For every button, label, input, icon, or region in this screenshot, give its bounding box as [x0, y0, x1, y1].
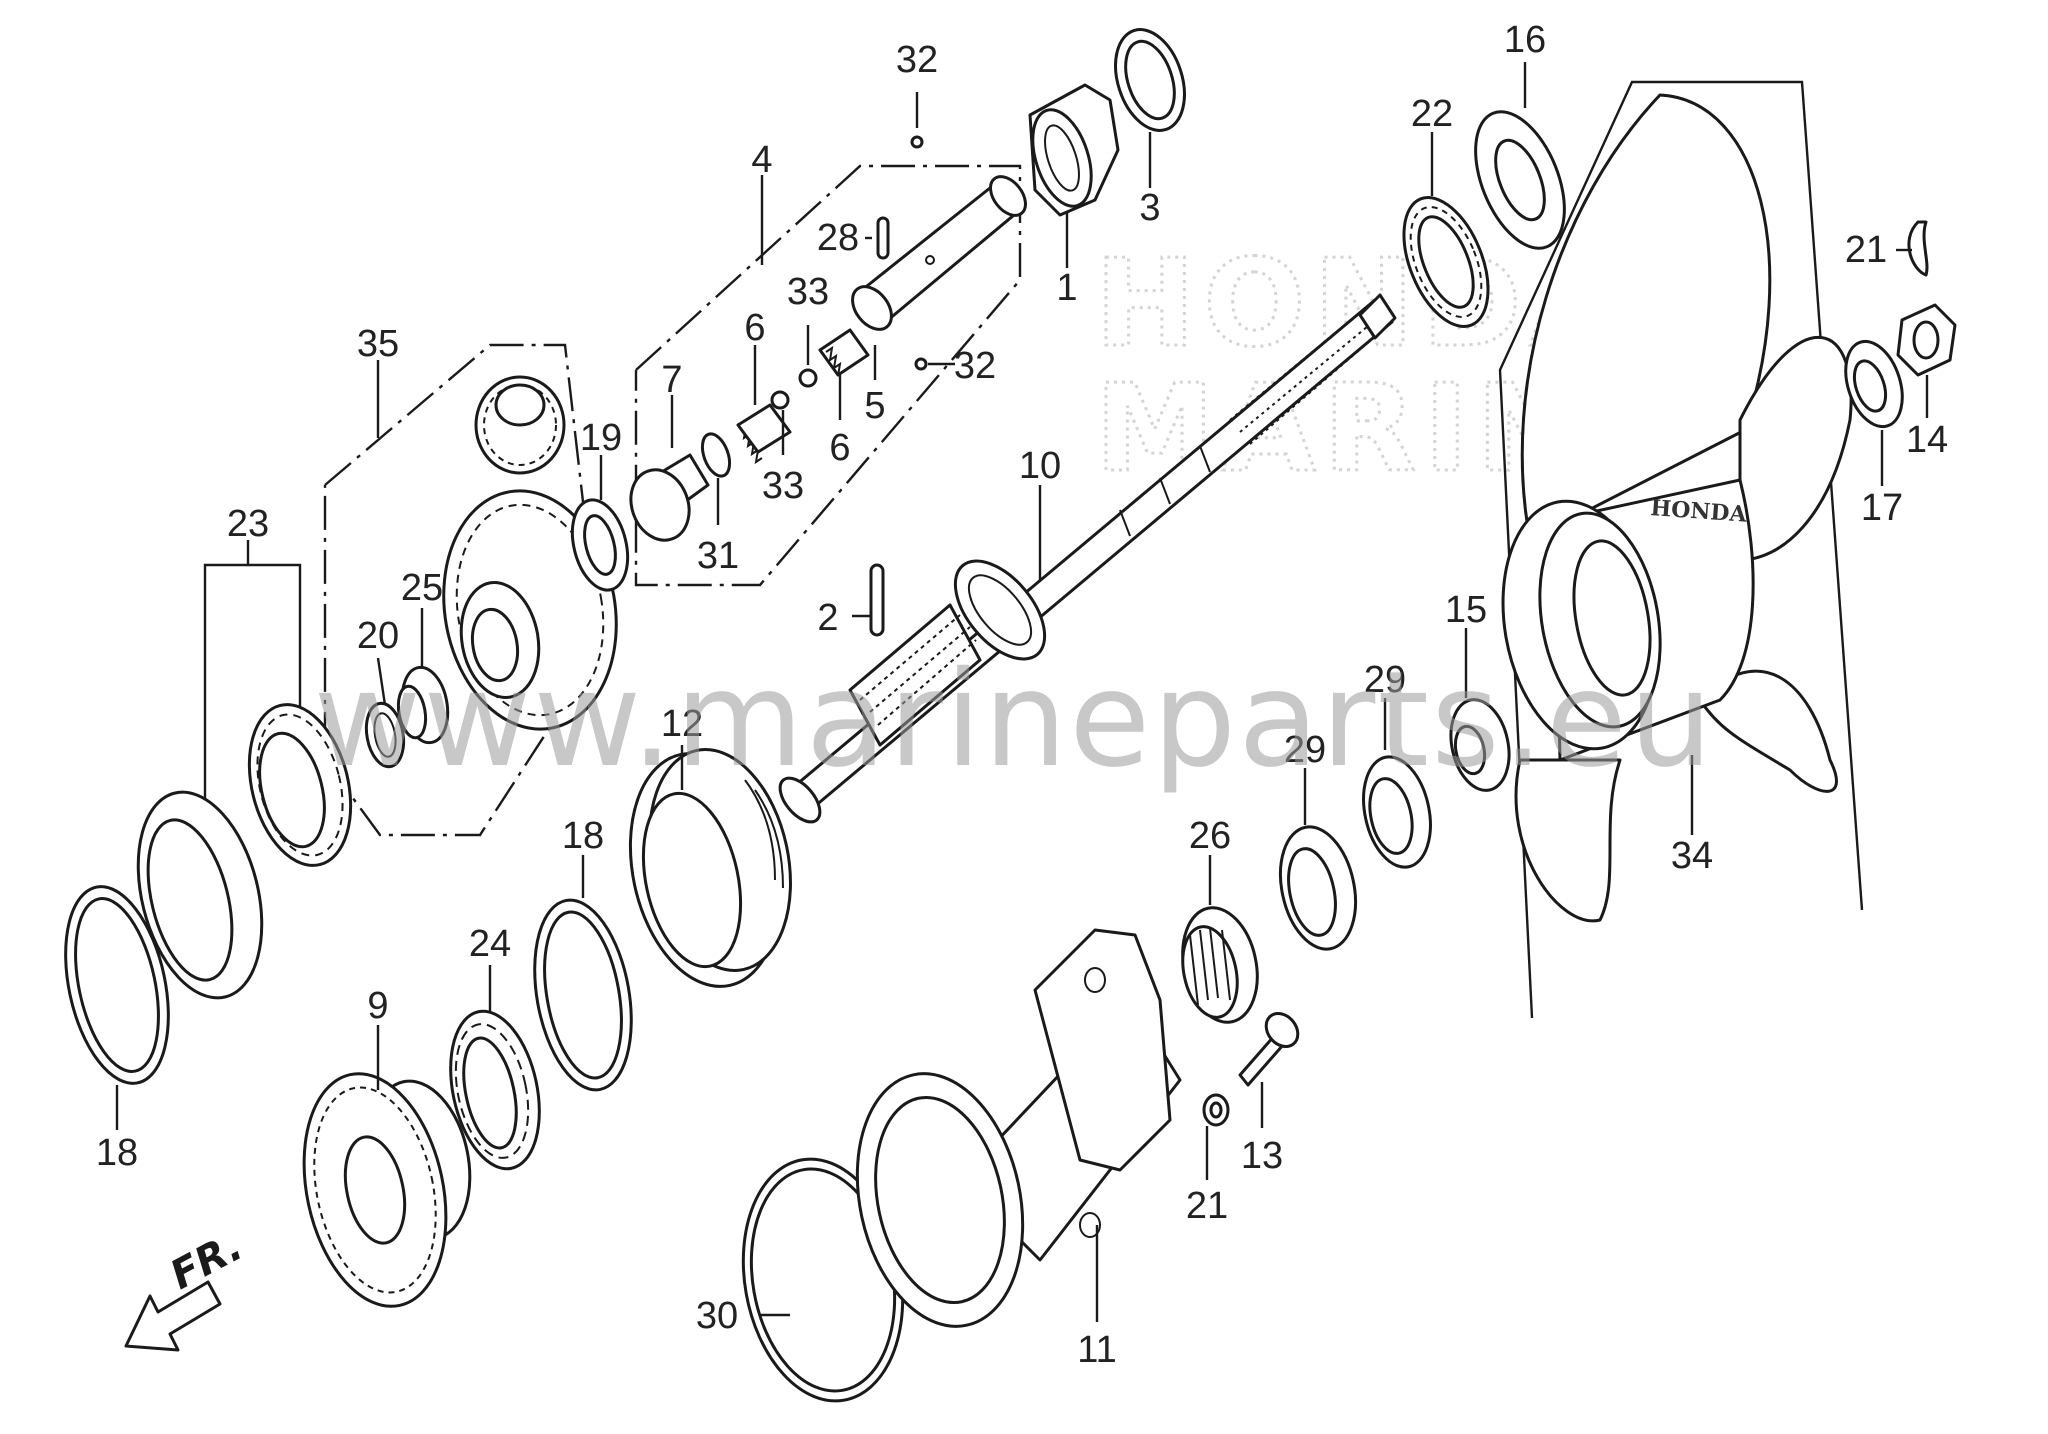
callout-21: 20 — [357, 615, 399, 657]
group-bracket-24 — [203, 563, 302, 800]
ball-32-top — [910, 135, 924, 149]
o-ring-18-right — [533, 898, 633, 1092]
callout-3: 3 — [1139, 187, 1160, 229]
forward-direction-arrow: FR. — [124, 1223, 250, 1352]
callout-32-top: 32 — [896, 39, 938, 81]
callout-12: 12 — [661, 703, 703, 745]
callout-4: 4 — [751, 139, 772, 181]
callout-5: 5 — [864, 385, 885, 427]
callout-labels: 32 4 28 33 6 32 7 5 6 33 31 19 35 23 25 … — [96, 19, 1948, 1371]
propeller-shaft-10 — [778, 293, 1397, 824]
seal-ring-18-left — [64, 885, 170, 1085]
spring-6-lower — [736, 403, 792, 465]
oil-seal-29-lower — [1279, 825, 1357, 951]
callout-24: 23 — [227, 503, 269, 545]
callout-6-right: 6 — [829, 427, 850, 469]
clutch-dog-1 — [1028, 83, 1120, 217]
thrust-washer-19 — [570, 498, 630, 592]
callout-26: 25 — [401, 567, 443, 609]
ball-bearing-25 — [449, 1009, 541, 1171]
callout-20: 21 — [1186, 1185, 1228, 1227]
callout-6-left: 6 — [744, 307, 765, 349]
callout-18-left: 18 — [96, 1132, 138, 1174]
ball-33-upper — [798, 368, 818, 388]
callout-30: 30 — [696, 1295, 738, 1337]
washer-17 — [1844, 339, 1904, 429]
callout-29-upper: 29 — [1364, 659, 1406, 701]
callout-33-lower: 33 — [762, 465, 804, 507]
forward-gear-9 — [302, 1072, 472, 1308]
roller-bearing-24 — [247, 703, 353, 867]
thrust-washer-15 — [1449, 698, 1511, 792]
callout-18-right: 18 — [562, 815, 604, 857]
bolt-13 — [1238, 1012, 1300, 1087]
cotter-pin-22 — [1907, 220, 1929, 277]
callout-28: 28 — [817, 217, 859, 259]
pin-28 — [876, 216, 890, 260]
callout-1: 1 — [1056, 267, 1077, 309]
bearing-race-24 — [136, 790, 264, 1000]
callout-33-upper: 33 — [787, 271, 829, 313]
oil-seal-29-upper — [1362, 755, 1432, 869]
bearing-23 — [1402, 196, 1490, 328]
plunger-7 — [629, 453, 710, 542]
callout-35: 35 — [357, 323, 399, 365]
callout-13: 13 — [1241, 1135, 1283, 1177]
group-outline-4 — [634, 164, 1022, 587]
pin-2 — [869, 563, 885, 637]
callout-2: 2 — [817, 597, 838, 639]
o-ring-3 — [1114, 28, 1186, 132]
washer-16 — [1474, 110, 1566, 250]
callout-15: 15 — [1445, 589, 1487, 631]
callout-25: 24 — [469, 923, 511, 965]
sleeve-26 — [396, 665, 450, 745]
callout-23: 22 — [1411, 93, 1453, 135]
callout-17: 17 — [1861, 487, 1903, 529]
callout-16: 16 — [1504, 19, 1546, 61]
callout-19: 19 — [580, 417, 622, 459]
washer-20 — [1202, 1093, 1230, 1127]
callout-29-lower: 29 — [1284, 729, 1326, 771]
clip-21 — [364, 701, 406, 769]
spring-6-upper — [818, 328, 870, 377]
callout-11: 11 — [1077, 1329, 1116, 1371]
callout-14: 14 — [1906, 419, 1948, 461]
callout-22: 21 — [1845, 229, 1887, 271]
ball-33-lower — [770, 390, 790, 410]
propeller-34: HONDA — [1501, 93, 1853, 923]
callout-27: 26 — [1189, 815, 1231, 857]
callout-32-right: 32 — [954, 345, 996, 387]
ball-32-right — [914, 357, 928, 371]
callout-7: 7 — [661, 359, 682, 401]
pinion-gear-35 — [474, 375, 566, 475]
callout-10: 10 — [1019, 445, 1061, 487]
o-ring-30 — [741, 1157, 905, 1403]
callout-34: 34 — [1671, 835, 1713, 877]
watermark-url: www.marineparts.eu — [313, 643, 1714, 797]
callout-9: 9 — [367, 985, 388, 1027]
shift-slider-5 — [851, 175, 1027, 331]
gear-case-cap-11 — [855, 928, 1182, 1328]
needle-bearing-27 — [1181, 906, 1259, 1024]
leader-lines — [115, 62, 1929, 1322]
castle-nut-14 — [1896, 303, 1957, 377]
clip-31 — [700, 432, 732, 478]
bearing-holder-12 — [628, 748, 792, 988]
callout-31: 31 — [697, 535, 739, 577]
